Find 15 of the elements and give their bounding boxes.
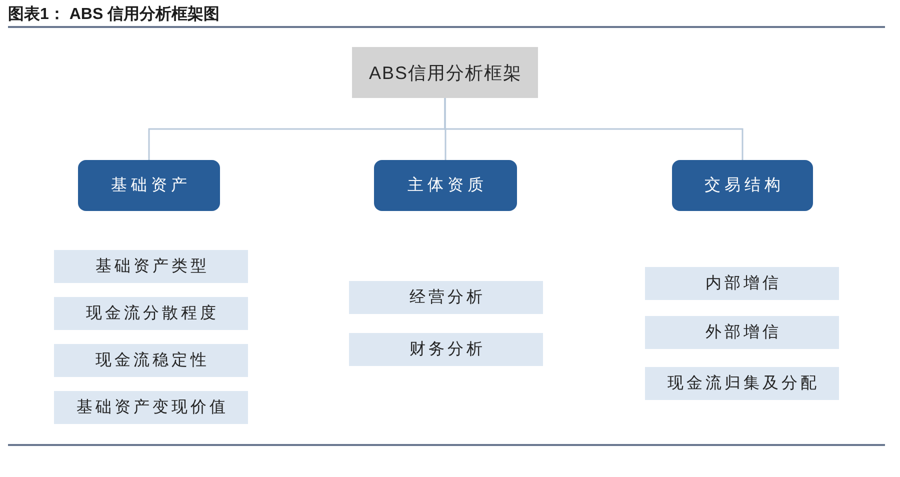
item-box: 经营分析 xyxy=(349,281,543,314)
item-box: 现金流稳定性 xyxy=(54,344,248,377)
item-box: 基础资产类型 xyxy=(54,250,248,283)
item-box: 现金流归集及分配 xyxy=(645,367,839,400)
connector-line xyxy=(444,98,744,160)
item-box: 外部增信 xyxy=(645,316,839,349)
category-box: 主体资质 xyxy=(374,160,517,211)
figure-title: 图表1： ABS 信用分析框架图 xyxy=(8,4,220,25)
category-box: 交易结构 xyxy=(672,160,813,211)
item-box: 财务分析 xyxy=(349,333,543,366)
item-box: 现金流分散程度 xyxy=(54,297,248,330)
category-box: 基础资产 xyxy=(78,160,220,211)
item-box: 基础资产变现价值 xyxy=(54,391,248,424)
item-box: 内部增信 xyxy=(645,267,839,300)
root-box: ABS信用分析框架 xyxy=(352,47,538,98)
